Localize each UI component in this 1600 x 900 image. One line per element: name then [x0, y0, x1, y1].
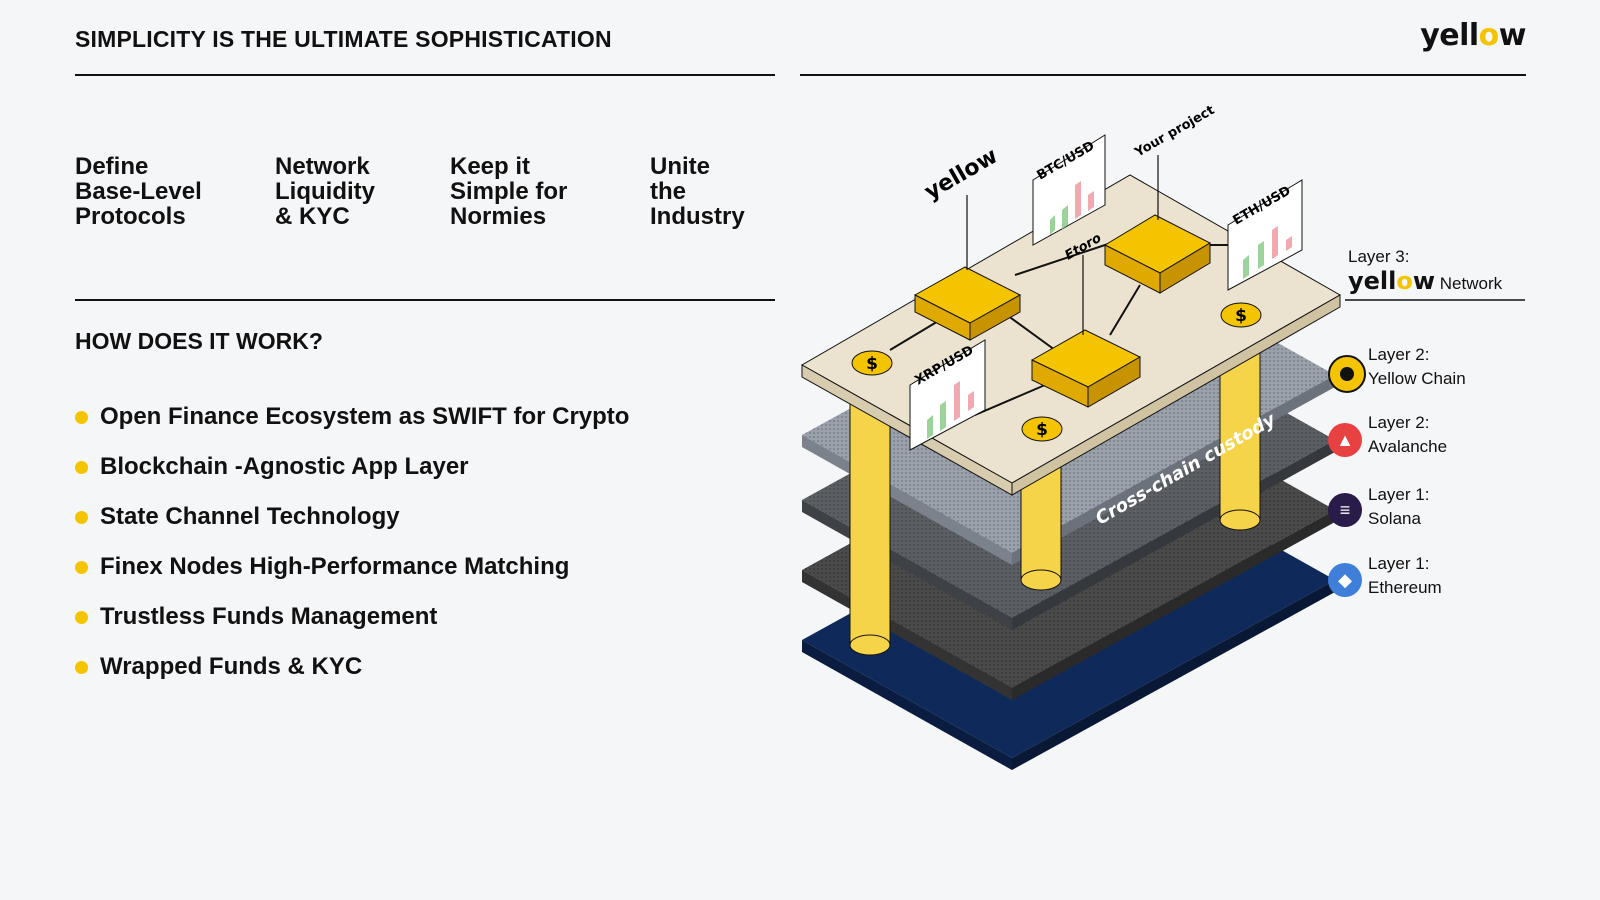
- pillar-simple: Keep it Simple for Normies: [450, 153, 568, 230]
- divider: [800, 74, 1526, 76]
- list-item: Finex Nodes High-Performance Matching: [75, 550, 629, 600]
- pillar-define: Define Base-Level Protocols: [75, 153, 202, 230]
- node-label-your-project: Your project: [1132, 103, 1218, 161]
- layer2-yellow-chain-label: Layer 2: Yellow Chain: [1368, 345, 1466, 388]
- pillars: Define Base-Level Protocols Network Liqu…: [75, 154, 775, 244]
- page-title: SIMPLICITY IS THE ULTIMATE SOPHISTICATIO…: [75, 26, 612, 52]
- layer1-solana-label: Layer 1: Solana: [1368, 485, 1430, 528]
- divider: [75, 299, 775, 301]
- how-list: Open Finance Ecosystem as SWIFT for Cryp…: [75, 400, 629, 700]
- list-item: Wrapped Funds & KYC: [75, 650, 629, 700]
- node-cluster: [1103, 214, 1212, 294]
- divider: [75, 74, 775, 76]
- layer1-ethereum-label: Layer 1: Ethereum: [1368, 554, 1442, 597]
- pillar-unite: Unite the Industry: [650, 153, 745, 230]
- layer-stack-svg: $ $ $: [800, 103, 1525, 770]
- layer2-avalanche-label: Layer 2: Avalanche: [1368, 413, 1448, 456]
- section-title: HOW DOES IT WORK?: [75, 328, 323, 354]
- layer-stack-diagram: $ $ $: [800, 95, 1600, 795]
- yellow-flag-logo: yellow: [921, 144, 1003, 206]
- dollar-coins: $ $ $: [851, 302, 1262, 442]
- list-item: Open Finance Ecosystem as SWIFT for Cryp…: [75, 400, 629, 450]
- dollar-coin-label: $: [1235, 306, 1247, 326]
- pillar-network: Network Liquidity & KYC: [275, 153, 375, 230]
- dollar-coin-label: $: [866, 354, 878, 374]
- node-cluster: [1030, 329, 1142, 408]
- bullet-dot-icon: [75, 611, 88, 624]
- solana-icon: ≡: [1328, 493, 1362, 527]
- yellow-chain-icon: [1328, 355, 1366, 393]
- bullet-dot-icon: [75, 561, 88, 574]
- node-cluster: [913, 266, 1022, 341]
- yellow-logo: yellow: [1348, 267, 1436, 295]
- bullet-dot-icon: [75, 661, 88, 674]
- bullet-dot-icon: [75, 511, 88, 524]
- flag-poles: [966, 155, 1159, 335]
- bullet-dot-icon: [75, 461, 88, 474]
- yellow-logo: yellow: [1420, 18, 1526, 53]
- ethereum-icon: ◆: [1328, 563, 1362, 597]
- list-item: State Channel Technology: [75, 500, 629, 550]
- dollar-coin-label: $: [1036, 420, 1048, 440]
- bullet-dot-icon: [75, 411, 88, 424]
- layer3-label: Layer 3: yellow Network: [1348, 247, 1503, 295]
- list-item: Trustless Funds Management: [75, 600, 629, 650]
- avalanche-icon: ▲: [1328, 423, 1362, 457]
- list-item: Blockchain -Agnostic App Layer: [75, 450, 629, 500]
- node-connections: [889, 239, 1230, 416]
